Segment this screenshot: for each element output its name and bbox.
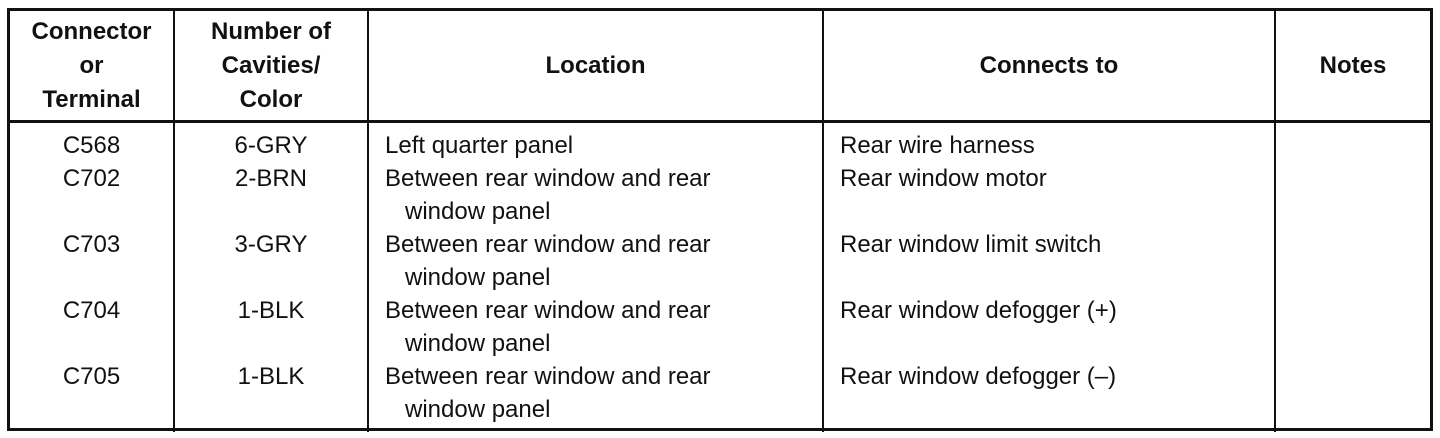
notes-cell [1275,228,1430,294]
location-line-2: window panel [405,396,551,423]
table-row: C703 3-GRY Between rear window and rear … [10,228,1430,294]
connects-to-cell: Rear window defogger (+) [823,294,1276,360]
table-row: C704 1-BLK Between rear window and rear … [10,294,1430,360]
header-connector: Connector or Terminal [10,11,175,123]
notes-cell [1275,122,1430,163]
notes-cell [1275,294,1430,360]
connector-cell: C703 [10,228,175,294]
header-connects-to: Connects to [823,11,1276,123]
connects-to-cell: Rear window limit switch [823,228,1276,294]
connector-cell: C702 [10,162,175,228]
header-cavities-text: Number of Cavities/ Color [211,17,331,113]
cavities-cell: 6-GRY [174,121,369,162]
header-cavities: Number of Cavities/ Color [174,11,369,123]
cavities-cell: 1-BLK [174,294,369,360]
cavities-cell: 3-GRY [174,228,369,294]
location-cell: Between rear window and rear window pane… [368,294,824,360]
location-line-2: window panel [405,330,551,357]
header-location: Location [368,11,824,123]
notes-cell [1275,162,1430,228]
location-line-2: window panel [405,264,551,291]
location-line-1: Between rear window and rear [385,297,711,324]
connector-cell: C705 [10,360,175,432]
location-line-1: Between rear window and rear [385,231,711,258]
connector-table-grid: Connector or Terminal Number of Cavities… [10,11,1430,432]
location-cell: Between rear window and rear window pane… [368,360,824,432]
connector-table: Connector or Terminal Number of Cavities… [7,8,1433,432]
location-line-1: Between rear window and rear [385,165,711,192]
header-notes: Notes [1275,11,1430,123]
location-line-2: window panel [405,198,551,225]
connector-cell: C704 [10,294,175,360]
location-cell: Between rear window and rear window pane… [368,228,824,294]
connects-to-cell: Rear window defogger (–) [823,360,1276,432]
cavities-cell: 2-BRN [174,162,369,228]
table-row: C702 2-BRN Between rear window and rear … [10,162,1430,228]
location-line-1: Between rear window and rear [385,363,711,390]
connects-to-cell: Rear window motor [823,162,1276,228]
connects-to-cell: Rear wire harness [823,121,1276,162]
location-line-1: Left quarter panel [385,132,574,159]
cavities-cell: 1-BLK [174,360,369,432]
header-row: Connector or Terminal Number of Cavities… [10,11,1430,123]
connector-cell: C568 [10,121,175,162]
notes-cell [1275,360,1430,432]
table-row: C705 1-BLK Between rear window and rear … [10,360,1430,432]
table-row: C568 6-GRY Left quarter panel Rear wire … [10,121,1430,163]
header-connector-text: Connector or Terminal [31,17,152,113]
location-cell: Left quarter panel [368,121,824,162]
location-cell: Between rear window and rear window pane… [368,162,824,228]
